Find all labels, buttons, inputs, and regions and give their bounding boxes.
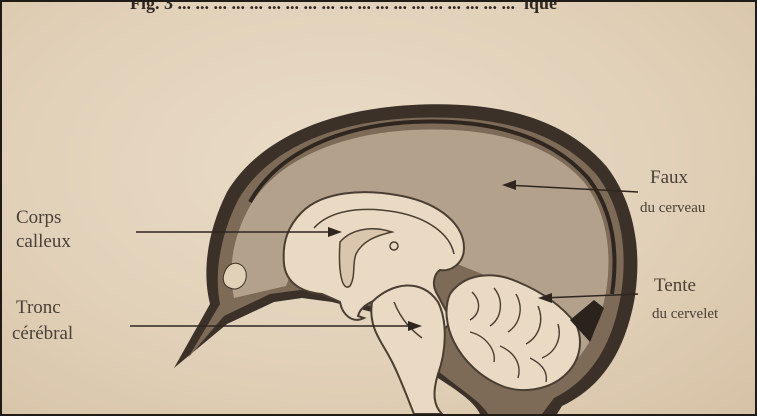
label-tronc-line2: cérébral	[12, 322, 73, 346]
label-tente-line1: Tente	[654, 274, 696, 298]
label-tente-line2: du cervelet	[652, 302, 718, 326]
label-tronc-line1: Tronc	[16, 296, 61, 320]
label-faux-line2: du cerveau	[640, 196, 705, 220]
label-faux-line1: Faux	[650, 166, 688, 190]
label-corps-line2: calleux	[16, 230, 71, 254]
brainstem	[371, 285, 444, 414]
label-corps-line1: Corps	[16, 206, 61, 230]
